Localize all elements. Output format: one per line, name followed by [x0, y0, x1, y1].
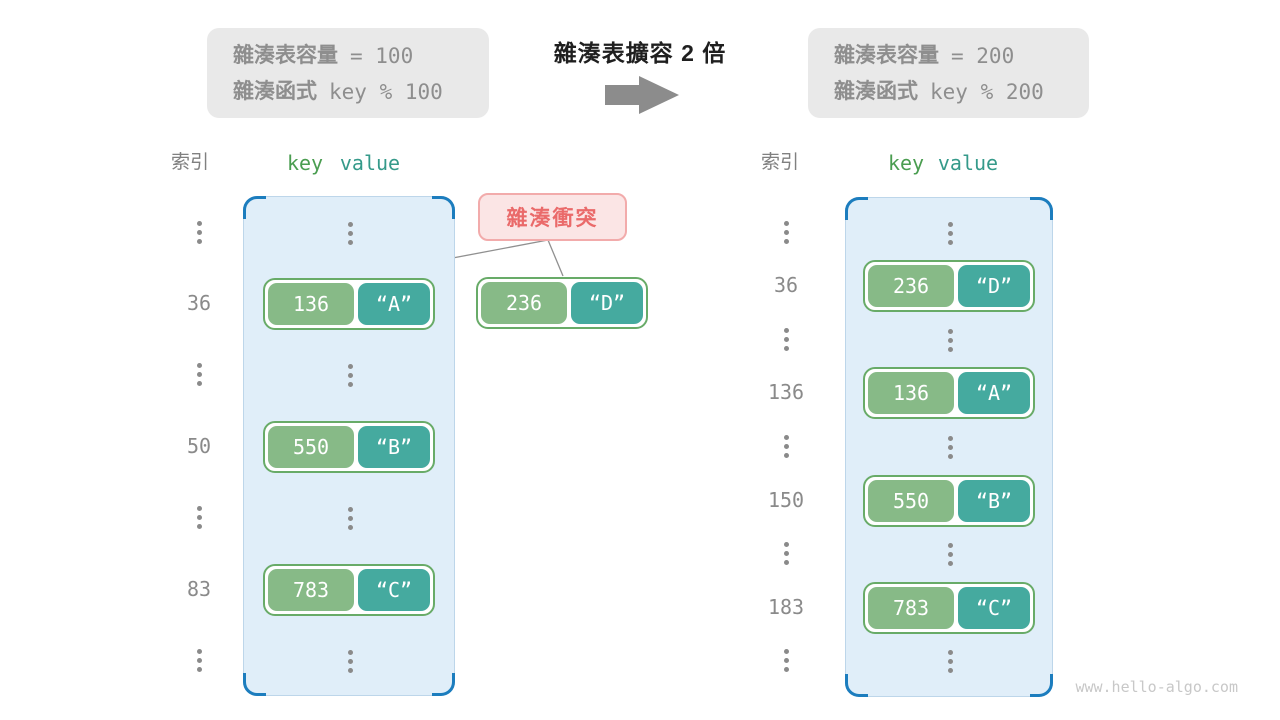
key-box: 550 [268, 426, 354, 468]
kv-pair: 136 “A” [863, 367, 1035, 419]
bucket-ellipsis [340, 507, 360, 530]
hash-table-before: 136 “A” 550 “B” 783 “C” [243, 196, 455, 696]
connector-line-right [547, 239, 564, 277]
capacity-value: = 200 [951, 44, 1015, 68]
expand-arrow-icon [605, 76, 680, 114]
capacity-label: 雜湊表容量 [834, 44, 939, 67]
capacity-note-after: 雜湊表容量 = 200 雜湊函式 key % 200 [808, 28, 1089, 118]
kv-pair-collided: 236 “D” [476, 277, 648, 329]
index-ellipsis [189, 649, 209, 672]
value-box: “D” [571, 282, 643, 324]
bucket-corner [845, 197, 868, 220]
bucket-ellipsis [340, 222, 360, 245]
bucket-ellipsis [340, 650, 360, 673]
key-box: 783 [268, 569, 354, 611]
index-label: 150 [767, 488, 805, 512]
key-box: 783 [868, 587, 954, 629]
index-ellipsis [776, 328, 796, 351]
hash-fn-label: 雜湊函式 [834, 80, 918, 103]
key-box: 550 [868, 480, 954, 522]
bucket-corner [243, 673, 266, 696]
right-header-value: value [937, 151, 999, 175]
right-header-index: 索引 [760, 152, 799, 173]
capacity-label: 雜湊表容量 [233, 44, 338, 67]
value-box: “A” [358, 283, 430, 325]
kv-pair: 550 “B” [863, 475, 1035, 527]
key-box: 236 [868, 265, 954, 307]
index-ellipsis [776, 542, 796, 565]
bucket-corner [1030, 674, 1053, 697]
index-label: 36 [773, 273, 799, 297]
index-label: 50 [186, 434, 212, 458]
index-ellipsis [776, 221, 796, 244]
bucket-corner [432, 673, 455, 696]
capacity-note-before: 雜湊表容量 = 100 雜湊函式 key % 100 [207, 28, 489, 118]
page-title: 雜湊表擴容 2 倍 [553, 40, 727, 66]
left-header-key: key [286, 151, 324, 175]
value-box: “B” [958, 480, 1030, 522]
hash-fn-value: key % 100 [329, 80, 443, 104]
key-box: 136 [868, 372, 954, 414]
bucket-ellipsis [940, 222, 960, 245]
note-hash-row: 雜湊函式 key % 200 [834, 74, 1089, 110]
index-ellipsis [776, 435, 796, 458]
site-watermark: www.hello-algo.com [1075, 678, 1238, 696]
key-box: 236 [481, 282, 567, 324]
arrow-shaft [605, 85, 639, 105]
index-label: 136 [767, 380, 805, 404]
value-box: “C” [358, 569, 430, 611]
bucket-corner [432, 196, 455, 219]
index-label: 183 [767, 595, 805, 619]
note-capacity-row: 雜湊表容量 = 100 [233, 38, 489, 74]
value-box: “B” [358, 426, 430, 468]
kv-pair: 783 “C” [863, 582, 1035, 634]
index-ellipsis [776, 649, 796, 672]
bucket-corner [845, 674, 868, 697]
value-box: “C” [958, 587, 1030, 629]
index-ellipsis [189, 506, 209, 529]
bucket-ellipsis [940, 329, 960, 352]
bucket-ellipsis [940, 543, 960, 566]
arrow-head [639, 76, 679, 114]
bucket-ellipsis [340, 364, 360, 387]
hash-fn-value: key % 200 [930, 80, 1044, 104]
index-ellipsis [189, 221, 209, 244]
kv-pair: 236 “D” [863, 260, 1035, 312]
hash-collision-badge: 雜湊衝突 [478, 193, 627, 241]
index-ellipsis [189, 363, 209, 386]
right-header-key: key [887, 151, 925, 175]
left-header-value: value [339, 151, 401, 175]
index-label: 36 [186, 291, 212, 315]
key-box: 136 [268, 283, 354, 325]
kv-pair: 550 “B” [263, 421, 435, 473]
note-capacity-row: 雜湊表容量 = 200 [834, 38, 1089, 74]
value-box: “D” [958, 265, 1030, 307]
bucket-corner [243, 196, 266, 219]
kv-pair: 136 “A” [263, 278, 435, 330]
bucket-corner [1030, 197, 1053, 220]
note-hash-row: 雜湊函式 key % 100 [233, 74, 489, 110]
index-label: 83 [186, 577, 212, 601]
bucket-ellipsis [940, 436, 960, 459]
kv-pair: 783 “C” [263, 564, 435, 616]
bucket-ellipsis [940, 650, 960, 673]
capacity-value: = 100 [350, 44, 414, 68]
value-box: “A” [958, 372, 1030, 414]
left-header-index: 索引 [170, 152, 209, 173]
hash-table-after: 236 “D” 136 “A” 550 “B” 783 “C” [845, 197, 1053, 697]
hash-fn-label: 雜湊函式 [233, 80, 317, 103]
